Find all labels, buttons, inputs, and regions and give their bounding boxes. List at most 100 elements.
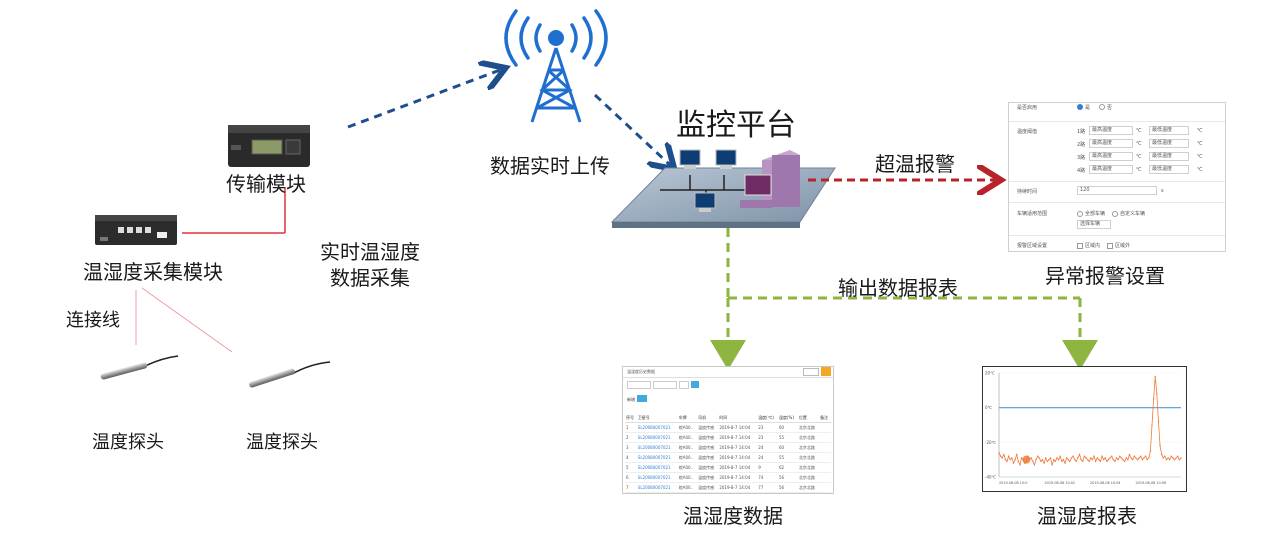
chart-point [1151,424,1153,426]
min-temp-input[interactable]: 最低温度 [1149,152,1189,161]
table-header-action[interactable] [821,367,831,376]
label-over-temp-alarm: 超温报警 [875,152,955,176]
scope-all-label: 全部车辆 [1085,211,1106,217]
chart-point [1149,450,1152,452]
chart-point [1169,458,1171,461]
scope-custom-label: 自定义车辆 [1120,211,1146,217]
chart-point [1041,458,1044,461]
table-cell: 1 [625,422,637,433]
min-temp-unit: ℃ [1197,167,1203,173]
select-vehicle-input[interactable]: 选择车辆 [1077,220,1111,229]
chart-point [1001,457,1003,459]
table-filter-input-3[interactable] [679,381,689,389]
table-filter-input-2[interactable] [653,381,677,389]
table-cell [819,442,831,453]
radio-scope-custom[interactable]: 自定义车辆 [1112,210,1145,217]
chart-point [1064,462,1066,464]
radio-enabled-no[interactable]: 否 [1099,104,1112,111]
min-temp-input[interactable]: 最低温度 [1149,126,1189,135]
form-key-enabled: 是否启用 [1017,104,1038,111]
table-cell: 皖A00.. [677,452,698,463]
label-th-report: 温湿度报表 [1037,504,1137,528]
table-cell: 77 [757,482,778,493]
table-cell: 皖A00.. [677,442,698,453]
max-temp-placeholder: 最高温度 [1092,127,1113,133]
chart-point [1072,455,1074,457]
table-cell: 北京北路 [797,482,820,493]
table-cell: 2019-8-7 14:04 [718,422,758,433]
chart-point [1099,460,1102,463]
chart-point [1157,420,1160,423]
chart-point [1054,460,1057,463]
table-cell: 温度传感 [697,462,719,473]
table-cell: 北京北路 [797,452,820,463]
radio-scope-all[interactable]: 全部车辆 [1077,210,1105,217]
chart-point [1035,458,1037,461]
upload-arrow-to-platform [593,93,670,165]
max-temp-unit: ℃ [1136,167,1142,173]
chart-point [1102,458,1105,461]
table-cell[interactable]: SL20080007021 [636,452,678,463]
radio-enabled-yes[interactable]: 是 [1077,104,1090,111]
table-cell: 北京北路 [797,472,820,483]
chart-x-tick-label: 2019-08-08 10:02 [1045,481,1076,485]
table-cell[interactable]: SL20080007021 [636,462,678,473]
max-temp-input[interactable]: 最高温度 [1089,126,1133,135]
table-cell[interactable]: SL20080007021 [636,422,678,433]
max-temp-input[interactable]: 最高温度 [1089,139,1133,148]
chart-point [1059,455,1061,457]
table-cell[interactable]: SL20080007021 [636,432,678,443]
table-cell[interactable]: SL20080007021 [636,472,678,483]
table-filter-input-1[interactable] [627,381,651,389]
chart-point [1038,457,1040,459]
table-cell: 60 [777,422,798,433]
max-temp-unit: ℃ [1136,154,1142,160]
table-cell: 北京北路 [797,462,820,473]
min-temp-input[interactable]: 最低温度 [1149,165,1189,174]
table-cell: 2019-8-7 14:04 [718,442,758,453]
table-cell: 74 [757,472,778,483]
chart-point [1143,457,1145,459]
table-cell[interactable]: SL20080007021 [636,482,678,493]
chart-point [1073,458,1076,461]
chart-point [1004,458,1007,461]
check-area-in[interactable]: 区域内 [1077,242,1100,249]
form-key-area: 报警区域设置 [1017,243,1048,249]
chart-point [1091,458,1094,461]
label-realtime-collect-2: 数据采集 [330,266,410,290]
check-area-out[interactable]: 区域外 [1107,242,1130,249]
chart-point [1148,457,1150,459]
min-temp-input[interactable]: 最低温度 [1149,139,1189,148]
table-cell: 北京北路 [797,422,820,433]
chart-x-tick-label: 2019-08-08 10:06 [1136,481,1167,485]
table-cell[interactable]: SL20080007021 [636,442,678,453]
chart-point [1043,462,1045,464]
chart-point [1009,458,1011,461]
chart-point [1080,458,1082,461]
table-add-button[interactable] [637,395,647,402]
table-cell: 7 [625,482,637,493]
max-temp-input[interactable]: 最高温度 [1089,165,1133,174]
chart-point [1094,460,1097,463]
label-collection-module: 温湿度采集模块 [83,260,223,284]
duration-input[interactable]: 120 [1077,186,1157,195]
table-header-button[interactable] [803,368,819,376]
table-header-bar: 温湿度历史数据 [623,367,833,378]
cable-right [141,287,233,353]
chart-point [1160,453,1163,456]
table-search-button[interactable] [691,381,699,388]
max-temp-input[interactable]: 最高温度 [1089,152,1133,161]
area-out-label: 区域外 [1115,243,1131,249]
chart-point [1156,393,1158,395]
min-temp-unit: ℃ [1197,141,1203,147]
